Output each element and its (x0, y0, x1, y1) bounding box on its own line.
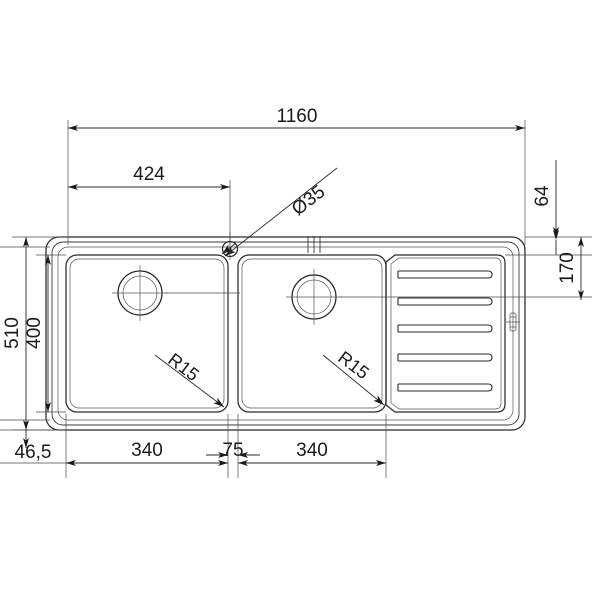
dimension-front-ledge: 46,5 (0, 429, 66, 464)
dim-label-left-bowl-width: 340 (131, 440, 163, 461)
left-bowl (65, 254, 229, 413)
leader-line-tap-diameter-2 (221, 242, 237, 255)
groove-2 (398, 297, 493, 306)
leader-line-tap-diameter (224, 167, 338, 257)
dimension-rear-ledge: 64 (525, 160, 592, 238)
projection-lines (0, 232, 592, 421)
dim-label-overall-depth: 510 (2, 317, 23, 349)
dim-label-radius-left: R15 (164, 349, 202, 385)
drainboard-inner (390, 257, 502, 410)
dim-label-right-bowl-width: 340 (296, 440, 328, 461)
dimension-tap-offset: 424 (68, 164, 231, 245)
sink-rim-inner-edge (51, 241, 520, 426)
dimension-bowl-top-offset: 170 (505, 230, 592, 300)
dim-label-bowl-top-offset: 170 (557, 252, 578, 284)
drainboard-grooves (397, 270, 493, 392)
dim-label-bowl-depth: 400 (24, 317, 45, 349)
groove-5 (398, 383, 493, 392)
dim-label-front-ledge: 46,5 (15, 442, 52, 463)
dim-label-radius-right: R15 (334, 347, 372, 383)
left-bowl-inner (69, 258, 225, 409)
brand-mark (506, 312, 520, 332)
dimension-radius-left: R15 (154, 349, 225, 408)
groove-3 (398, 324, 493, 333)
dimension-overall-width: 1160 (67, 106, 526, 245)
sink-outer-rim (45, 236, 526, 431)
dim-label-rear-ledge: 64 (532, 185, 553, 207)
dim-label-tap-diameter: Ø35 (288, 181, 329, 220)
drain-hole-right (286, 269, 342, 325)
dimension-radius-right: R15 (322, 347, 385, 406)
leader-line-r15-left (154, 354, 225, 408)
overflow-slot (307, 236, 321, 253)
drainboard (385, 254, 506, 413)
dim-label-overall-width: 1160 (277, 106, 318, 127)
dimension-bowl-depth: 400 (24, 254, 66, 413)
dim-label-divider-width: 75 (222, 440, 243, 461)
groove-1 (398, 270, 493, 279)
leader-line-r15-right (322, 354, 385, 406)
sink-body (45, 236, 526, 431)
right-bowl-inner (241, 258, 383, 409)
dim-label-tap-offset: 424 (133, 164, 165, 185)
dimension-bowl-widths: 340 75 340 (65, 414, 387, 478)
sink-rim-fold (57, 246, 514, 421)
drain-hole-left (112, 265, 168, 321)
groove-4 (398, 353, 493, 362)
